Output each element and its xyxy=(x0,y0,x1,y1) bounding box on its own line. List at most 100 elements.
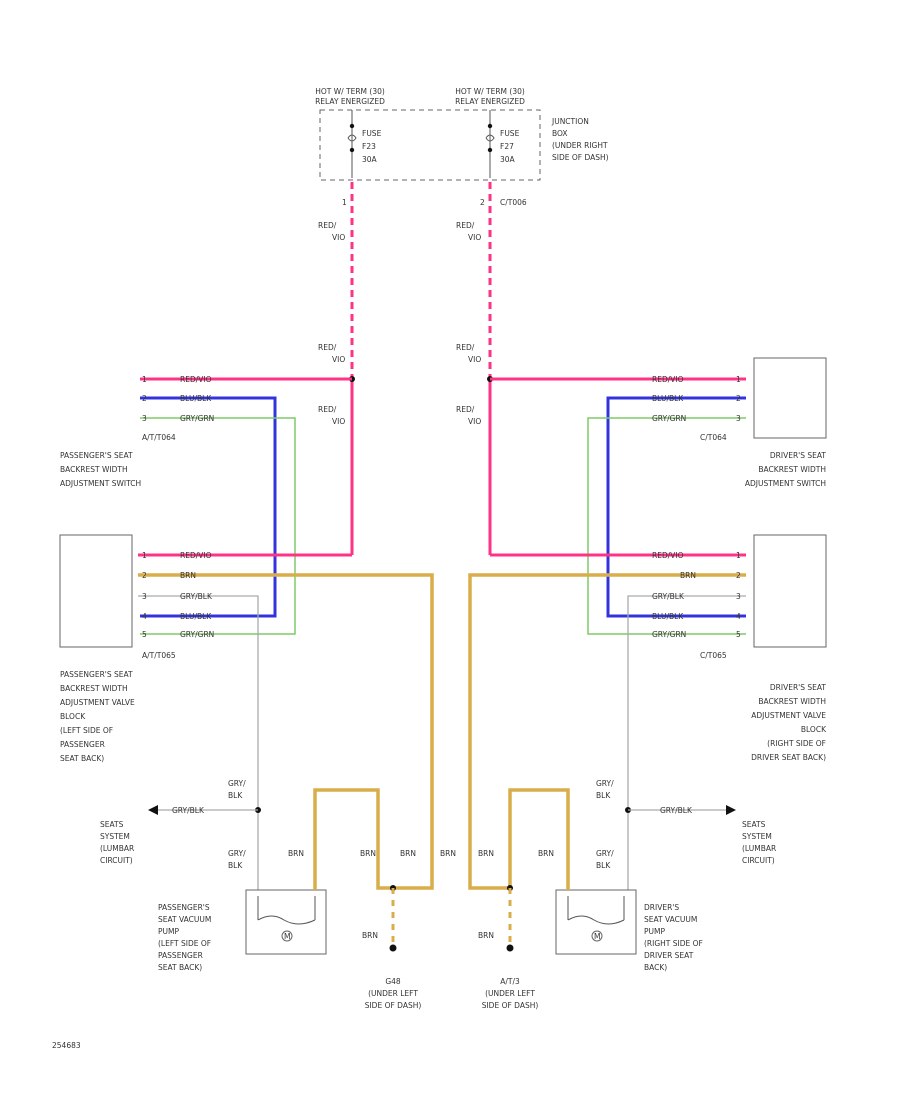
pass-valve-name-2: BACKREST WIDTH xyxy=(60,684,128,693)
pass-gry-blk-2b: BLK xyxy=(228,861,243,870)
driver-valve-pin5: 5 xyxy=(736,630,741,639)
pass-valve-name-3: ADJUSTMENT VALVE xyxy=(60,698,135,707)
driver-switch-pin3: 3 xyxy=(736,414,741,423)
fuse-f27: FUSE F27 30A xyxy=(485,110,520,178)
red-vio-l2a: RED/ xyxy=(318,343,337,352)
connector-right-label: C/T006 xyxy=(500,198,527,207)
driver-valve-name-6: DRIVER SEAT BACK) xyxy=(751,753,826,762)
pass-pump-name-2: SEAT VACUUM xyxy=(158,915,211,924)
pass-switch-pin2: 2 xyxy=(142,394,147,403)
fuse-f27-number: F27 xyxy=(500,142,514,151)
pass-switch-wire-2: BLU/BLK xyxy=(180,394,212,403)
driver-pump-name-6: BACK) xyxy=(644,963,667,972)
red-vio-r3a: RED/ xyxy=(456,405,475,414)
red-vio-r1b: VIO xyxy=(468,233,481,242)
driver-valve-name-3: ADJUSTMENT VALVE xyxy=(751,711,826,720)
driver-switch-wire-3: GRY/GRN xyxy=(652,414,686,423)
pass-ground-name-1: G48 xyxy=(385,977,401,986)
junction-box-outline xyxy=(319,109,541,181)
driver-gry-blk-2a: GRY/ xyxy=(596,849,614,858)
pass-valve-pin3: 3 xyxy=(142,592,147,601)
driver-valve-wire-2: BRN xyxy=(680,571,696,580)
pass-pump-name-6: SEAT BACK) xyxy=(158,963,202,972)
left-hot-label-2: RELAY ENERGIZED xyxy=(315,97,385,106)
driver-valve-name-4: BLOCK xyxy=(801,725,827,734)
driver-valve-name-1: DRIVER'S SEAT xyxy=(770,683,827,692)
pass-valve-pin1: 1 xyxy=(142,551,147,560)
pass-switch-pin1: 1 xyxy=(142,375,147,384)
driver-valve-block xyxy=(753,534,827,648)
pass-pump-name-3: PUMP xyxy=(158,927,179,936)
driver-switch-box xyxy=(753,357,827,439)
red-vio-l1b: VIO xyxy=(332,233,345,242)
driver-switch-name-3: ADJUSTMENT SWITCH xyxy=(745,479,826,488)
driver-switch-wire-2: BLU/BLK xyxy=(652,394,684,403)
junction-box-label-1: JUNCTION xyxy=(551,117,589,126)
red-vio-l3b: VIO xyxy=(332,417,345,426)
driver-valve-wire-3: GRY/BLK xyxy=(652,592,685,601)
driver-valve-name-2: BACKREST WIDTH xyxy=(758,697,826,706)
driver-brn-1: BRN xyxy=(440,849,456,858)
pass-valve-pin4: 4 xyxy=(142,612,147,621)
pass-valve-wire-2: BRN xyxy=(180,571,196,580)
driver-ground-name-1: A/T/3 xyxy=(500,977,520,986)
right-hot-label-2: RELAY ENERGIZED xyxy=(455,97,525,106)
pass-pump-name-5: PASSENGER xyxy=(158,951,203,960)
pin-right: 2 xyxy=(480,198,485,207)
driver-switch-wire-1: RED/VIO xyxy=(652,375,684,384)
pass-valve-wire-5: GRY/GRN xyxy=(180,630,214,639)
driver-pump-name-3: PUMP xyxy=(644,927,665,936)
pass-valve-wire-3: GRY/BLK xyxy=(180,592,213,601)
pass-gry-blk-2a: GRY/ xyxy=(228,849,246,858)
pass-ground-wire-label: BRN xyxy=(362,931,378,940)
pass-valve-pin2: 2 xyxy=(142,571,147,580)
red-vio-l3a: RED/ xyxy=(318,405,337,414)
pass-valve-name-5: (LEFT SIDE OF xyxy=(60,726,113,735)
driver-lumbar-arrow xyxy=(726,805,736,815)
junction-box-label-3: (UNDER RIGHT xyxy=(552,141,608,150)
fuse-f27-label: FUSE xyxy=(500,129,520,138)
driver-valve-pin4: 4 xyxy=(736,612,741,621)
driver-lumbar-name-1: SEATS xyxy=(742,820,766,829)
driver-ground-wire-label: BRN xyxy=(478,931,494,940)
pass-switch-blu xyxy=(140,396,277,618)
driver-valve-gry xyxy=(627,595,746,890)
driver-lumbar-name-4: CIRCUIT) xyxy=(742,856,775,865)
red-vio-r2b: VIO xyxy=(468,355,481,364)
driver-valve-pin1: 1 xyxy=(736,551,741,560)
driver-valve-wire-4: BLU/BLK xyxy=(652,612,684,621)
driver-gry-blk-1a: GRY/ xyxy=(596,779,614,788)
pass-switch-connector: A/T/T064 xyxy=(142,433,176,442)
pass-gry-blk-1b: BLK xyxy=(228,791,243,800)
driver-switch-name-2: BACKREST WIDTH xyxy=(758,465,826,474)
red-vio-r2a: RED/ xyxy=(456,343,475,352)
driver-motor-symbol: M xyxy=(594,932,600,941)
driver-pump-name-1: DRIVER'S xyxy=(644,903,679,912)
pass-pump-brn xyxy=(313,788,395,890)
pass-motor-symbol: M xyxy=(284,932,290,941)
fuse-f23-number: F23 xyxy=(362,142,376,151)
right-hot-label-1: HOT W/ TERM (30) xyxy=(455,87,525,96)
fuse-f23-rating: 30A xyxy=(362,155,378,164)
driver-lumbar-name-3: (LUMBAR xyxy=(742,844,776,853)
pass-valve-block xyxy=(59,534,133,648)
driver-valve-pin3: 3 xyxy=(736,592,741,601)
red-vio-r1a: RED/ xyxy=(456,221,475,230)
pass-switch-wire-1: RED/VIO xyxy=(180,375,212,384)
driver-switch-pin1: 1 xyxy=(736,375,741,384)
driver-valve-connector: C/T065 xyxy=(700,651,727,660)
pass-valve-wire-1: RED/VIO xyxy=(180,551,212,560)
pass-lumbar-name-2: SYSTEM xyxy=(100,832,130,841)
driver-brn-3: BRN xyxy=(538,849,554,858)
junction-box-label-2: BOX xyxy=(552,129,568,138)
pass-switch-name-2: BACKREST WIDTH xyxy=(60,465,128,474)
pass-lumbar-arrow xyxy=(148,805,158,815)
pass-brn-3: BRN xyxy=(400,849,416,858)
driver-valve-wire-1: RED/VIO xyxy=(652,551,684,560)
pass-lumbar-wire-label: GRY/BLK xyxy=(172,806,205,815)
pass-switch-wire-3: GRY/GRN xyxy=(180,414,214,423)
figure-id: 254683 xyxy=(52,1041,81,1050)
pass-valve-name-1: PASSENGER'S SEAT xyxy=(60,670,133,679)
pass-gry-blk-1a: GRY/ xyxy=(228,779,246,788)
